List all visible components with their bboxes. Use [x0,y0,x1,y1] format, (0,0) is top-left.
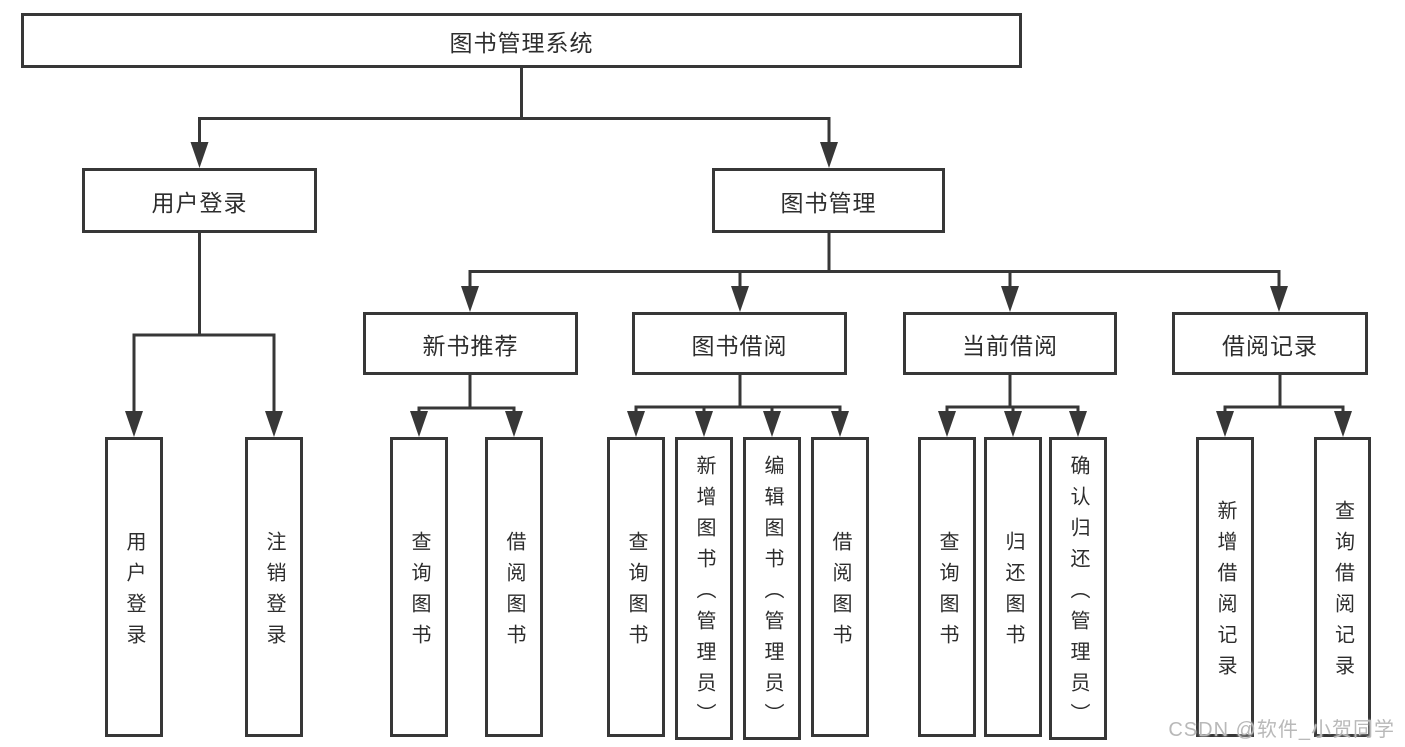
leaf-return-book: 归还图书 [984,437,1042,737]
leaf-query-borrow-record: 查询借阅记录 [1314,437,1371,737]
leaf-borrow-book: 借阅图书 [811,437,869,737]
leaf-query-book-recommend: 查询图书 [390,437,448,737]
leaf-add-borrow-record: 新增借阅记录 [1196,437,1254,737]
leaf-add-book-admin: 新增图书（管理员） [675,437,733,740]
leaf-borrow-book-recommend: 借阅图书 [485,437,543,737]
leaf-edit-book-admin: 编辑图书（管理员） [743,437,801,740]
leaf-query-book-borrow: 查询图书 [607,437,665,737]
leaf-confirm-return-admin: 确认归还（管理员） [1049,437,1107,740]
node-book-management: 图书管理 [712,168,945,233]
node-user-login: 用户登录 [82,168,317,233]
leaf-logout: 注销登录 [245,437,303,737]
node-root-system: 图书管理系统 [21,13,1022,68]
node-borrow-record: 借阅记录 [1172,312,1368,375]
leaf-user-login: 用户登录 [105,437,163,737]
csdn-watermark: CSDN @软件_小贺同学 [1168,719,1395,741]
node-new-book-recommend: 新书推荐 [363,312,578,375]
node-current-borrow: 当前借阅 [903,312,1117,375]
arrowheads [125,142,1352,437]
node-book-borrow: 图书借阅 [632,312,847,375]
leaf-query-book-current: 查询图书 [918,437,976,737]
